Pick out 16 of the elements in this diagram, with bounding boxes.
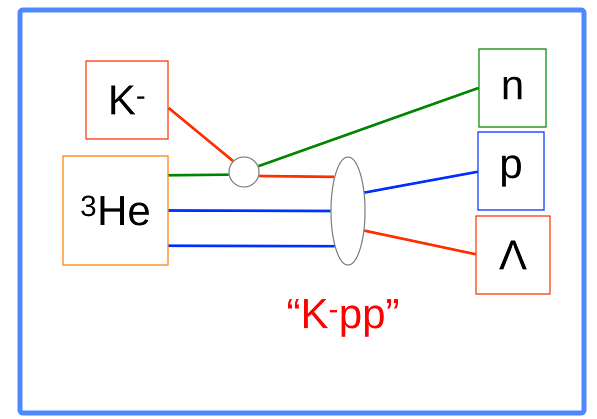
particle-line: [168, 173, 229, 177]
particle-line: [168, 106, 234, 162]
cluster-ellipse: [330, 156, 366, 266]
particle-line: [364, 229, 476, 256]
particle-line: [168, 244, 334, 248]
state-label: “K$^{-}$pp”: [288, 299, 398, 337]
particle-box: p: [477, 131, 545, 211]
particle-line: [259, 174, 334, 178]
particle-box: n: [478, 48, 547, 128]
particle-line: [258, 86, 479, 168]
particle-box: K$^{-}$: [85, 60, 169, 140]
particle-box: $^{3}$He: [62, 155, 169, 266]
particle-box: Λ: [475, 215, 551, 295]
particle-line: [168, 209, 330, 212]
particle-line: [364, 170, 478, 194]
vertex-circle: [228, 156, 260, 188]
